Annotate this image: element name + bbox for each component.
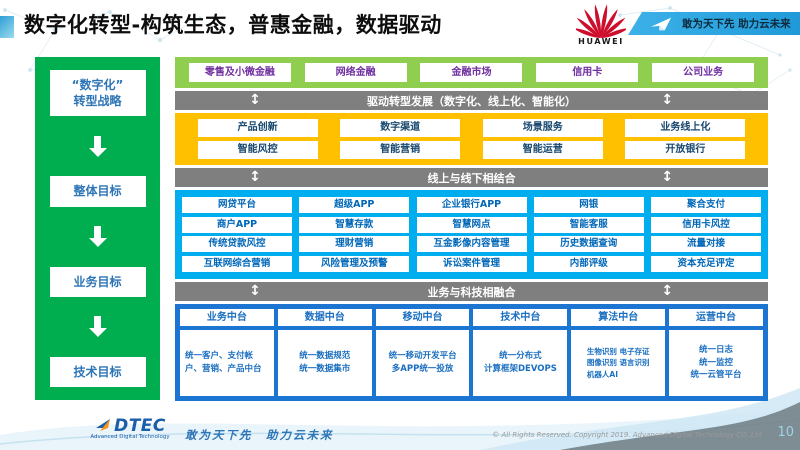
- copyright-text: © All Rights Reserved. Copyright 2019. A…: [492, 431, 762, 439]
- application-cell: 信用卡风控: [651, 216, 761, 233]
- application-cell: 流量对接: [651, 236, 761, 253]
- application-cell: 智能客服: [533, 216, 644, 233]
- platform-detail: 生物识别 电子存证 图像识别 语言识别 机器人AI: [571, 330, 666, 396]
- top-banner: 敢为天下先 助力云未来: [628, 12, 800, 35]
- platform-detail: 统一移动开发平台 多APP统一投放: [375, 330, 470, 396]
- platform-detail: 统一日志 统一监控 统一云管平台: [669, 330, 763, 396]
- platform-title: 数据中台: [277, 309, 372, 326]
- platform-column-mobile: 移动中台 统一移动开发平台 多APP统一投放: [375, 309, 470, 396]
- application-row: 传统贷款风控 理财营销 互金影像内容管理 历史数据查询 流量对接: [182, 236, 761, 253]
- platform-column-algorithm: 算法中台 生物识别 电子存证 图像识别 语言识别 机器人AI: [571, 309, 666, 396]
- adtec-logo: DTEC Advanced Digital Technology: [84, 416, 176, 440]
- application-band: 网贷平台 超级APP 企业银行APP 网银 聚合支付 商户APP 智慧存款 智慧…: [175, 190, 768, 279]
- footer-slogan: 敢为天下先 助力云未来: [185, 428, 334, 442]
- huawei-flower-icon: [576, 4, 626, 39]
- up-down-arrow-icon: ↕: [661, 169, 674, 185]
- application-cell: 互金影像内容管理: [416, 236, 527, 253]
- capability-cell: 开放银行: [625, 140, 746, 159]
- banner-slogan: 敢为天下先 助力云未来: [682, 18, 791, 30]
- business-tech-fusion-bar: ↕ 业务与科技相融合 ↕: [175, 282, 768, 301]
- down-arrow-icon: [88, 226, 107, 248]
- sidebar-item-business-goal: 业务目标: [49, 266, 146, 297]
- down-arrow-icon: [88, 135, 107, 157]
- platform-column-business: 业务中台 统一客户、支付帐户、营销、产品中台: [180, 309, 274, 396]
- platform-band: 业务中台 统一客户、支付帐户、营销、产品中台 数据中台 统一数据规范 统一数据集…: [175, 304, 768, 401]
- business-line-cell: 零售及小微金融: [188, 63, 291, 82]
- huawei-logo: HUAWEI: [573, 3, 629, 49]
- business-line-cell: 信用卡: [536, 63, 639, 82]
- application-cell: 内部评级: [533, 256, 644, 273]
- platform-title: 业务中台: [180, 309, 274, 326]
- application-cell: 风险管理及预警: [299, 256, 410, 273]
- application-cell: 互联网综合营销: [182, 256, 292, 273]
- application-row: 商户APP 智慧存款 智慧网点 智能客服 信用卡风控: [182, 216, 761, 233]
- sidebar-item-tech-goal: 技术目标: [49, 356, 146, 387]
- platform-column-tech: 技术中台 统一分布式 计算框架DEVOPS: [473, 309, 568, 396]
- application-cell: 超级APP: [299, 196, 410, 213]
- drive-transformation-bar: ↕ 驱动转型发展（数字化、线上化、智能化） ↕: [175, 91, 768, 110]
- application-cell: 商户APP: [182, 216, 292, 233]
- up-down-arrow-icon: ↕: [249, 169, 261, 185]
- platform-detail: 统一客户、支付帐户、营销、产品中台: [180, 330, 274, 396]
- platform-title: 运营中台: [669, 309, 763, 326]
- business-tech-fusion-label: 业务与科技相融合: [427, 285, 516, 299]
- application-cell: 网银: [533, 196, 644, 213]
- capability-band: 产品创新 数字渠道 场景服务 业务线上化 智能风控 智能营销 智能运营 开放银行: [175, 113, 768, 165]
- application-cell: 智慧存款: [299, 216, 410, 233]
- platform-column-operations: 运营中台 统一日志 统一监控 统一云管平台: [669, 309, 763, 396]
- sidebar-item-strategy: “数字化” 转型战略: [49, 70, 146, 117]
- strategy-sidebar: “数字化” 转型战略 整体目标 业务目标 技术目标: [35, 57, 160, 400]
- page-number: 10: [777, 425, 794, 440]
- capability-cell: 智能运营: [482, 140, 603, 159]
- business-line-cell: 公司业务: [652, 63, 755, 82]
- capability-cell: 产品创新: [197, 119, 318, 138]
- drive-transformation-label: 驱动转型发展（数字化、线上化、智能化）: [367, 94, 576, 108]
- platform-title: 算法中台: [571, 309, 666, 326]
- huawei-wordmark: HUAWEI: [578, 37, 624, 46]
- down-arrow-icon: [88, 316, 107, 338]
- business-lines-band: 零售及小微金融 网络金融 金融市场 信用卡 公司业务: [175, 57, 768, 88]
- online-offline-bar: ↕ 线上与线下相结合 ↕: [175, 168, 768, 187]
- application-cell: 诉讼案件管理: [416, 256, 527, 273]
- main-diagram: 零售及小微金融 网络金融 金融市场 信用卡 公司业务 ↕ 驱动转型发展（数字化、…: [175, 57, 768, 401]
- application-cell: 资本充足评定: [651, 256, 761, 273]
- title-accent-bar: [0, 16, 14, 38]
- platform-detail: 统一分布式 计算框架DEVOPS: [473, 330, 568, 396]
- application-row: 网贷平台 超级APP 企业银行APP 网银 聚合支付: [182, 196, 761, 213]
- capability-cell: 业务线上化: [625, 119, 746, 138]
- capability-row: 产品创新 数字渠道 场景服务 业务线上化: [175, 119, 768, 138]
- capability-cell: 智能营销: [340, 140, 461, 159]
- up-down-arrow-icon: ↕: [249, 283, 261, 299]
- application-cell: 网贷平台: [182, 196, 292, 213]
- business-line-cell: 金融市场: [420, 63, 523, 82]
- adtec-arrow-icon: [96, 419, 111, 431]
- capability-row: 智能风控 智能营销 智能运营 开放银行: [175, 140, 768, 159]
- page-title: 数字化转型-构筑生态，普惠金融，数据驱动: [24, 13, 442, 37]
- capability-cell: 智能风控: [197, 140, 318, 159]
- adtec-subtext: Advanced Digital Technology: [90, 434, 170, 440]
- up-down-arrow-icon: ↕: [249, 92, 261, 108]
- business-line-cell: 网络金融: [304, 63, 407, 82]
- application-cell: 企业银行APP: [416, 196, 527, 213]
- capability-cell: 场景服务: [482, 119, 603, 138]
- application-row: 互联网综合营销 风险管理及预警 诉讼案件管理 内部评级 资本充足评定: [182, 256, 761, 273]
- platform-detail: 统一数据规范 统一数据集市: [277, 330, 372, 396]
- platform-title: 移动中台: [375, 309, 470, 326]
- capability-cell: 数字渠道: [340, 119, 461, 138]
- up-down-arrow-icon: ↕: [661, 283, 674, 299]
- platform-title: 技术中台: [473, 309, 568, 326]
- up-down-arrow-icon: ↕: [661, 92, 674, 108]
- sidebar-item-overall-goal: 整体目标: [49, 176, 146, 207]
- online-offline-label: 线上与线下相结合: [427, 171, 516, 185]
- platform-column-data: 数据中台 统一数据规范 统一数据集市: [277, 309, 372, 396]
- application-cell: 智慧网点: [416, 216, 527, 233]
- adtec-wordmark: DTEC: [114, 416, 166, 436]
- application-cell: 历史数据查询: [533, 236, 644, 253]
- application-cell: 理财营销: [299, 236, 410, 253]
- application-cell: 聚合支付: [651, 196, 761, 213]
- paper-plane-icon: [650, 17, 672, 30]
- application-cell: 传统贷款风控: [182, 236, 292, 253]
